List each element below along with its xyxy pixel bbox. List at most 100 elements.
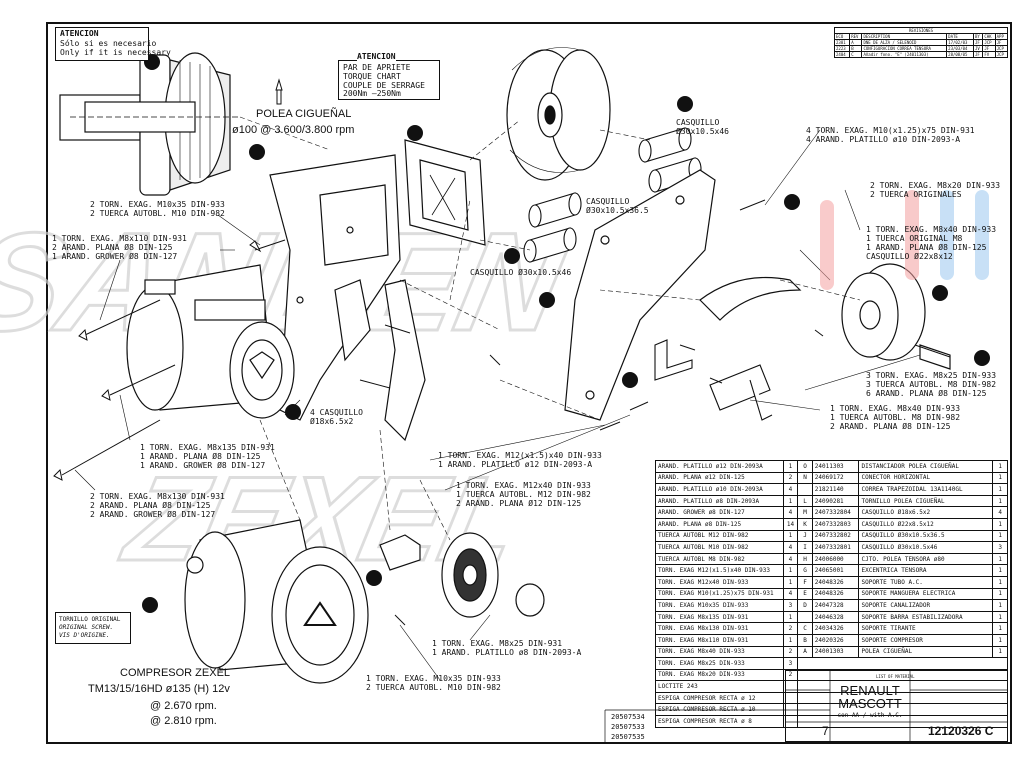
part-ref: I — [797, 541, 813, 554]
assembly-lines — [239, 116, 861, 541]
part-qty: 1 — [992, 610, 1008, 624]
tensor-support — [564, 169, 716, 421]
rev-cell: FV — [982, 51, 996, 58]
label-l13: 4 TORN. EXAG. M10(x1.25)x75 DIN-931 4 AR… — [806, 126, 975, 144]
label-line: 2 ARAND. PLANA Ø8 DIN-125 — [90, 501, 211, 510]
part-ref: O — [797, 460, 813, 473]
fastener-qty: 1 — [782, 460, 799, 473]
part-desc: SOPORTE COMPRESOR — [858, 633, 994, 647]
fastener-desc: ARAND. PLATILLO ø8 DIN-2093A — [655, 494, 784, 508]
screw-note-line-1: TORNILLO ORIGINAL — [59, 616, 121, 623]
part-desc: CONECTOR HORIZONTAL — [858, 471, 994, 485]
screw-note-box: TORNILLO ORIGINAL ORIGINAL SCREW. VIS D'… — [55, 612, 131, 644]
label-line: 2 TORN. EXAG. M8x130 DIN-931 — [90, 492, 225, 501]
part-desc: SOPORTE MANGUERA ELECTRICA — [858, 587, 994, 601]
part-qty: 1 — [992, 599, 1008, 612]
label-line: Ø30x10.5x46 — [676, 127, 729, 136]
part-ref: B — [797, 633, 813, 647]
belt-pulley — [506, 47, 611, 181]
label-line: CASQUILLO — [676, 118, 720, 127]
small-brackets — [654, 339, 773, 421]
part-qty: 1 — [992, 552, 1008, 566]
fastener-desc: TORN. EXAG M10x35 DIN-933 — [655, 599, 784, 612]
label-line: 1 TORN. EXAG. M10x35 DIN-933 — [366, 674, 501, 683]
label-line: 1 ARAND. PLANA Ø8 DIN-125 — [866, 243, 987, 252]
fastener-qty: 1 — [782, 633, 799, 647]
parts-row: ESPIGA COMPRESOR RECTA ø 8 — [655, 715, 1008, 728]
fastener-desc: ESPIGA COMPRESOR RECTA ø 12 — [655, 691, 784, 705]
part-code: 24048326 — [811, 587, 860, 601]
label-line: 4 CASQUILLO — [310, 408, 363, 417]
rev-cell: Añadir fono. "E" (24011303) — [861, 51, 948, 58]
sheet-number: 7 — [822, 724, 829, 738]
crankshaft-pulley — [59, 52, 240, 196]
label-line: 1 TUERCA ORIGINAL M8 — [866, 234, 963, 243]
label-line: 1 TORN. EXAG. M8x25 DIN-931 — [432, 639, 563, 648]
part-desc: POLEA CIGUEÑAL — [858, 645, 994, 659]
leader-lines — [74, 129, 921, 681]
fastener-qty: 4 — [782, 587, 799, 601]
fastener-qty: 4 — [782, 552, 799, 566]
part-code: 24069172 — [811, 471, 860, 485]
part-desc: CASQUILLO Ø22x8.5x12 — [858, 517, 994, 531]
label-l4: 2 TORN. EXAG. M8x130 DIN-931 2 ARAND. PL… — [90, 492, 225, 519]
fastener-desc: TORN. EXAG M8x130 DIN-931 — [655, 622, 784, 635]
torque-line-1: PAR DE APRIETE — [343, 63, 411, 72]
part-code: 24011303 — [811, 460, 860, 473]
espiga-codes: 20507534 20507533 20507535 — [611, 712, 645, 742]
label-line: 4 ARAND. PLATILLO ø10 DIN-2093-A — [806, 135, 961, 144]
rev-cell: JCP — [994, 51, 1009, 58]
label-l10: CASQUILLO Ø30x10.5x46 — [676, 118, 729, 136]
part-qty: 1 — [992, 483, 1008, 496]
label-line: 2 ARAND. PLANA Ø12 DIN-125 — [456, 499, 582, 508]
list-of-material-label: LIST OF MATERIAL — [876, 674, 915, 679]
part-desc: EXCENTRICA TENSORA — [858, 564, 994, 577]
part-desc: SOPORTE TIRANTE — [858, 622, 994, 635]
part-code: 24046328 — [811, 610, 860, 624]
part-code: 2407332801 — [811, 541, 860, 554]
label-line: 1 TORN. EXAG. M8x40 DIN-933 — [866, 225, 997, 234]
label-line: Ø18x6.5x2 — [310, 417, 354, 426]
part-empty — [797, 657, 1008, 670]
compressor-bracket — [269, 154, 401, 421]
idler-pulley — [379, 532, 545, 618]
part-desc: CASQUILLO Ø18x6.5x2 — [858, 506, 994, 519]
part-ref: M — [797, 506, 813, 519]
label-line: 1 ARAND. PLANA Ø8 DIN-125 — [140, 452, 261, 461]
fastener-qty: 2 — [782, 471, 799, 485]
pulley-name: POLEA CIGUEÑAL — [256, 108, 352, 120]
part-ref: J — [797, 529, 813, 543]
part-ref: G — [797, 564, 813, 577]
title-block — [785, 670, 1008, 742]
label-l11: CASQUILLO Ø30x10.5x36.5 — [586, 197, 649, 215]
label-line: 1 ARAND. GROWER Ø8 DIN-127 — [52, 252, 178, 261]
bolts — [53, 199, 951, 626]
torque-title: ATENCION — [357, 52, 396, 61]
compressor-main — [126, 264, 295, 419]
fastener-qty: 1 — [782, 564, 799, 577]
label-line: 1 TORN. EXAG. M12x40 DIN-933 — [456, 481, 591, 490]
label-l16: 3 TORN. EXAG. M8x25 DIN-933 3 TUERCA AUT… — [866, 371, 996, 398]
tensioner-plate — [334, 279, 426, 442]
label-line: CASQUILLO — [586, 197, 630, 206]
part-desc: SOPORTE CANALIZADOR — [858, 599, 994, 612]
attention-title: ATENCION — [60, 29, 99, 38]
part-code: 24065001 — [811, 564, 860, 577]
part-desc: CJTO. POLEA TENSORA ø80 — [858, 552, 994, 566]
label-line: 2 ARAND. GROWER Ø8 DIN-127 — [90, 510, 216, 519]
part-qty: 1 — [992, 645, 1008, 659]
screw-note-line-3: VIS D'ORIGINE. — [59, 632, 110, 639]
screw-note-line-2: ORIGINAL SCREW. — [59, 624, 114, 631]
part-qty: 1 — [992, 564, 1008, 577]
label-line: 1 ARAND. PLATILLO ø8 DIN-2093-A — [432, 648, 582, 657]
label-l2: 1 TORN. EXAG. M8x110 DIN-931 2 ARAND. PL… — [52, 234, 187, 261]
label-line: 6 ARAND. PLANA Ø8 DIN-125 — [866, 389, 987, 398]
part-ref: E — [797, 587, 813, 601]
part-qty: 3 — [992, 541, 1008, 554]
